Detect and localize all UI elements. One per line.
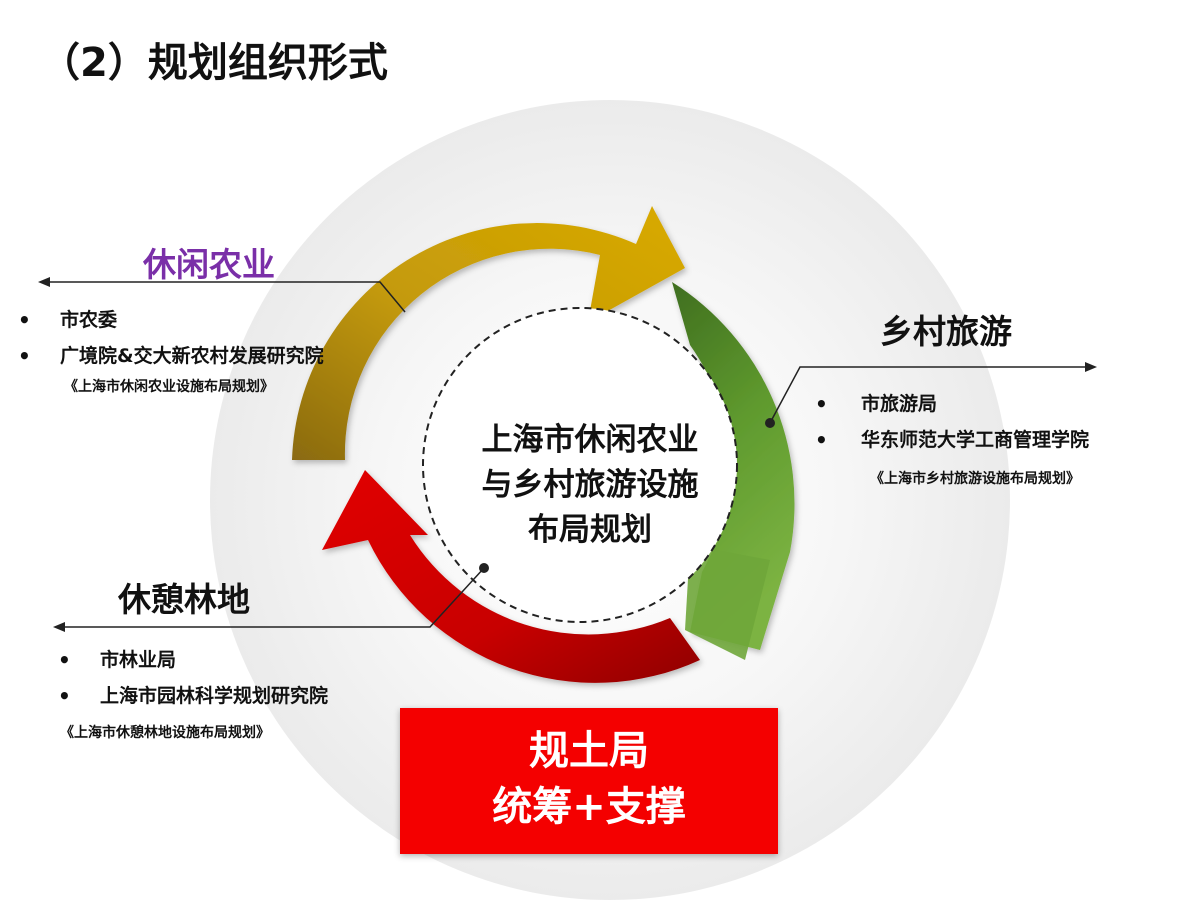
forest-org-item: 市林业局 <box>58 642 328 678</box>
tourism-org-item: 市旅游局 <box>815 386 1089 422</box>
tourism-connector-dot <box>765 418 775 428</box>
center-title: 上海市休闲农业 与乡村旅游设施 布局规划 <box>420 418 760 553</box>
agriculture-connector <box>45 281 406 313</box>
tourism-arrowhead <box>685 545 770 660</box>
center-circle <box>423 308 737 622</box>
center-dashed-ring <box>422 307 738 623</box>
agriculture-org-item: 广境院&交大新农村发展研究院 <box>18 338 324 374</box>
center-title-line3: 布局规划 <box>528 512 652 548</box>
tourism-connector <box>769 366 1090 424</box>
lead-agency-line2: 统筹+支撑 <box>492 784 686 830</box>
agriculture-arrow <box>292 206 685 460</box>
forest-arrow <box>322 470 700 683</box>
forest-connector-arrowhead <box>53 622 65 632</box>
agriculture-plan-name: 《上海市休闲农业设施布局规划》 <box>64 379 274 395</box>
forest-org-item: 上海市园林科学规划研究院 <box>58 678 328 714</box>
center-title-line1: 上海市休闲农业 <box>481 422 699 458</box>
forest-org-list: 市林业局 上海市园林科学规划研究院 <box>58 642 328 714</box>
forest-label: 休憩林地 <box>118 580 250 619</box>
tourism-org-item: 华东师范大学工商管理学院 <box>815 422 1089 458</box>
page-title: （2）规划组织形式 <box>40 40 388 86</box>
tourism-plan-name: 《上海市乡村旅游设施布局规划》 <box>870 471 1080 487</box>
tourism-org-list: 市旅游局 华东师范大学工商管理学院 <box>815 386 1089 458</box>
forest-connector <box>60 567 485 628</box>
center-title-line2: 与乡村旅游设施 <box>481 467 699 503</box>
agriculture-label: 休闲农业 <box>143 245 275 284</box>
tourism-connector-arrowhead <box>1085 362 1097 372</box>
forest-plan-name: 《上海市休憩林地设施布局规划》 <box>60 725 270 741</box>
tourism-label: 乡村旅游 <box>880 312 1012 351</box>
forest-connector-dot <box>479 563 489 573</box>
lead-agency-box: 规土局 统筹+支撑 <box>400 708 778 854</box>
agriculture-connector-arrowhead <box>38 277 50 287</box>
lead-agency-line1: 规土局 <box>529 728 649 774</box>
agriculture-org-item: 市农委 <box>18 302 324 338</box>
agriculture-org-list: 市农委 广境院&交大新农村发展研究院 <box>18 302 324 374</box>
